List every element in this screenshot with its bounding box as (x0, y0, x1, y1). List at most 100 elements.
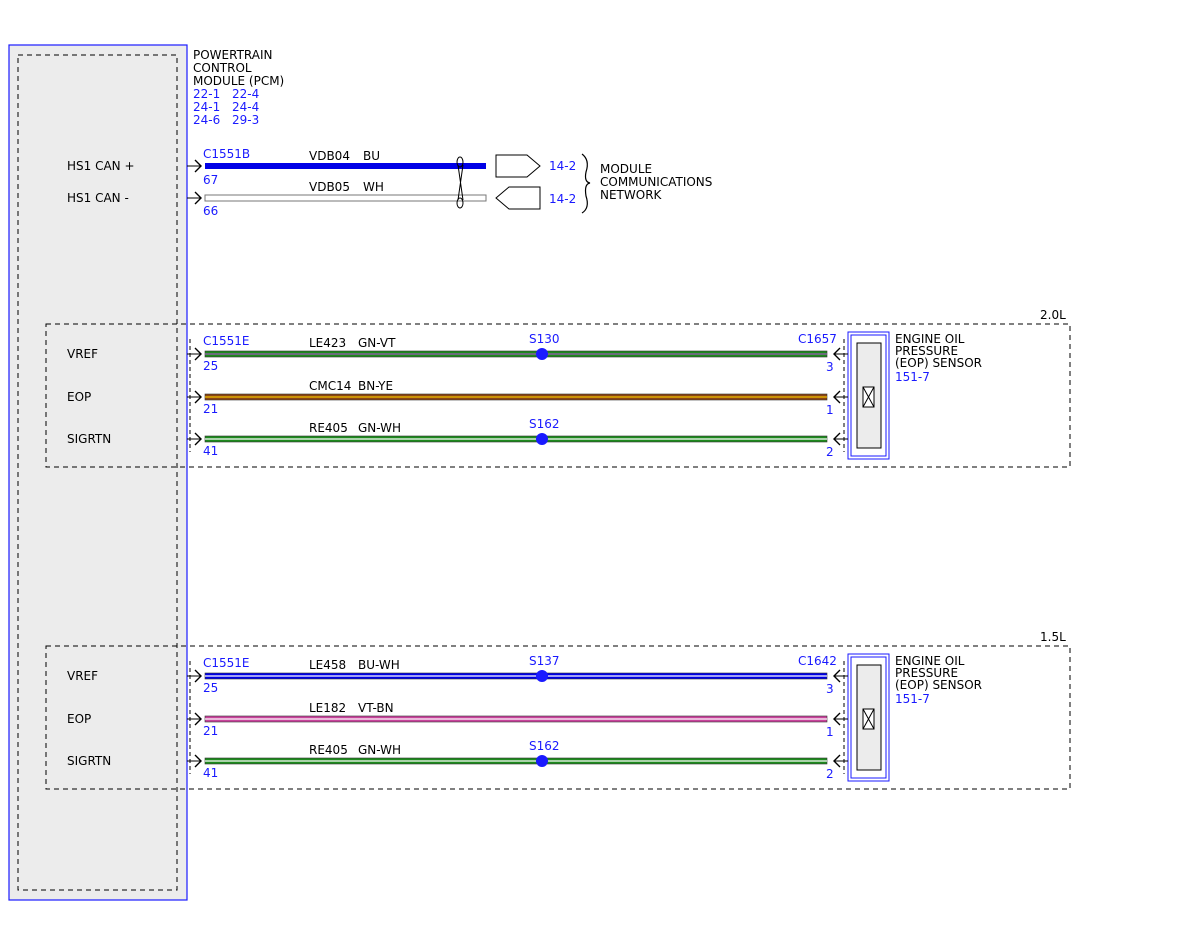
pin-arrow-icon (194, 754, 202, 768)
splice-dot-icon (536, 433, 548, 445)
pcm-title-line: MODULE (PCM) (193, 74, 284, 88)
pin-arrow-icon (194, 159, 202, 173)
pcm-pin-label: HS1 CAN - (67, 191, 129, 205)
sensor-connector-label: C1642 (798, 654, 837, 668)
wire-stroke (204, 194, 487, 202)
splice-label: S130 (529, 332, 560, 346)
sensor-name-line: (EOP) SENSOR (895, 356, 982, 370)
pcm-ref: 24-6 (193, 113, 220, 127)
wire-color-label: GN-WH (358, 743, 401, 757)
connector-arrow-icon (495, 186, 541, 210)
wire-row: SIGRTN RE405 GN-WH 41 2 S162 (67, 739, 848, 781)
pin-arrow-icon (833, 390, 841, 404)
section-dashed-box (45, 323, 1071, 468)
network-label: MODULE COMMUNICATIONS NETWORK (600, 162, 712, 202)
pcm-signal-label: SIGRTN (67, 754, 111, 768)
pin-arrow-icon (194, 432, 202, 446)
pin-arrow-icon (833, 669, 841, 683)
pcm-module-inner-dashed (17, 54, 178, 891)
splice-dot-icon (536, 348, 548, 360)
pin-arrow-icon (833, 347, 841, 361)
splice-dot-icon (536, 755, 548, 767)
engine-label: 2.0L (1040, 308, 1066, 322)
pcm-signal-label: VREF (67, 347, 98, 361)
wire-color-label: BU (363, 149, 380, 163)
network-label-line: COMMUNICATIONS (600, 175, 712, 189)
pcm-title-line: CONTROL (193, 61, 252, 75)
pcm-pin-label: HS1 CAN + (67, 159, 135, 173)
can-wire-high: VDB04 BU 67 14-2 (187, 149, 576, 187)
sensor-name-line: ENGINE OIL (895, 332, 965, 346)
pcm-signal-label: SIGRTN (67, 432, 111, 446)
splice-label: S162 (529, 739, 560, 753)
wire-ref-label: 14-2 (549, 159, 576, 173)
sensor-connector-label: C1657 (798, 332, 837, 346)
sensor-name-line: PRESSURE (895, 666, 958, 680)
can-wire-low: VDB05 WH 66 14-2 (187, 180, 576, 218)
pcm-ref: 29-3 (232, 113, 259, 127)
sensor-element-cross-icon (862, 708, 875, 730)
pcm-signal-label: EOP (67, 712, 91, 726)
wire-color-label: BU-WH (358, 658, 400, 672)
sensor-border-box (850, 656, 887, 779)
wire-ref-label: 14-2 (549, 192, 576, 206)
wire-pin-label: 66 (203, 204, 218, 218)
pcm-pin-number: 25 (203, 359, 218, 373)
wire-circuit-label: CMC14 (309, 379, 351, 393)
sensor-ref-label: 151-7 (895, 370, 930, 384)
sensor-pin-number: 3 (826, 360, 834, 374)
wire-color-label: GN-WH (358, 421, 401, 435)
splice-label: S137 (529, 654, 560, 668)
can-connector-label: C1551B (203, 147, 250, 161)
wire-circuit-label: VDB04 (309, 149, 350, 163)
connector-arrow-icon (495, 154, 541, 178)
pcm-connector-label: C1551E (203, 334, 250, 348)
sensor-name-line: (EOP) SENSOR (895, 678, 982, 692)
pcm-pin-number: 41 (203, 444, 218, 458)
pin-arrow-icon (194, 347, 202, 361)
sensor-pin-number: 2 (826, 445, 834, 459)
wire-color-label: WH (363, 180, 384, 194)
pcm-signal-label: EOP (67, 390, 91, 404)
sensor-name-line: PRESSURE (895, 344, 958, 358)
pin-arrow-icon (833, 432, 841, 446)
splice-dot-icon (536, 670, 548, 682)
wire-color-label: GN-VT (358, 336, 396, 350)
wire-row: VREF LE458 BU-WH 25 3 S137 (67, 654, 848, 696)
wire-pin-label: 67 (203, 173, 218, 187)
sensor-pin-number: 2 (826, 767, 834, 781)
pcm-pin-number: 41 (203, 766, 218, 780)
network-bracket-icon (581, 153, 591, 214)
wire-circuit-label: LE182 (309, 701, 346, 715)
wire-circuit-label: LE458 (309, 658, 346, 672)
sensor-element-cross-icon (862, 386, 875, 408)
pcm-pin-number: 21 (203, 724, 218, 738)
wire-color-label: VT-BN (358, 701, 394, 715)
wire-circuit-label: LE423 (309, 336, 346, 350)
pin-arrow-icon (194, 669, 202, 683)
wire-circuit-label: RE405 (309, 743, 348, 757)
pin-arrow-icon (194, 191, 202, 205)
pcm-signal-label: VREF (67, 669, 98, 683)
section-dashed-box (45, 645, 1071, 790)
twisted-pair-icon (456, 156, 464, 209)
pcm-pin-number: 21 (203, 402, 218, 416)
sensor-pin-number: 3 (826, 682, 834, 696)
pin-arrow-icon (833, 712, 841, 726)
network-label-line: MODULE (600, 162, 652, 176)
pin-arrow-icon (194, 712, 202, 726)
pcm-title: POWERTRAIN CONTROL MODULE (PCM) 22-1 22-… (193, 48, 284, 127)
pcm-connector-label: C1551E (203, 656, 250, 670)
sensor-ref-label: 151-7 (895, 692, 930, 706)
pcm-pin-number: 25 (203, 681, 218, 695)
pcm-ref: 22-4 (232, 87, 259, 101)
sensor-pin-number: 1 (826, 403, 834, 417)
wire-circuit-label: RE405 (309, 421, 348, 435)
network-label-line: NETWORK (600, 188, 663, 202)
